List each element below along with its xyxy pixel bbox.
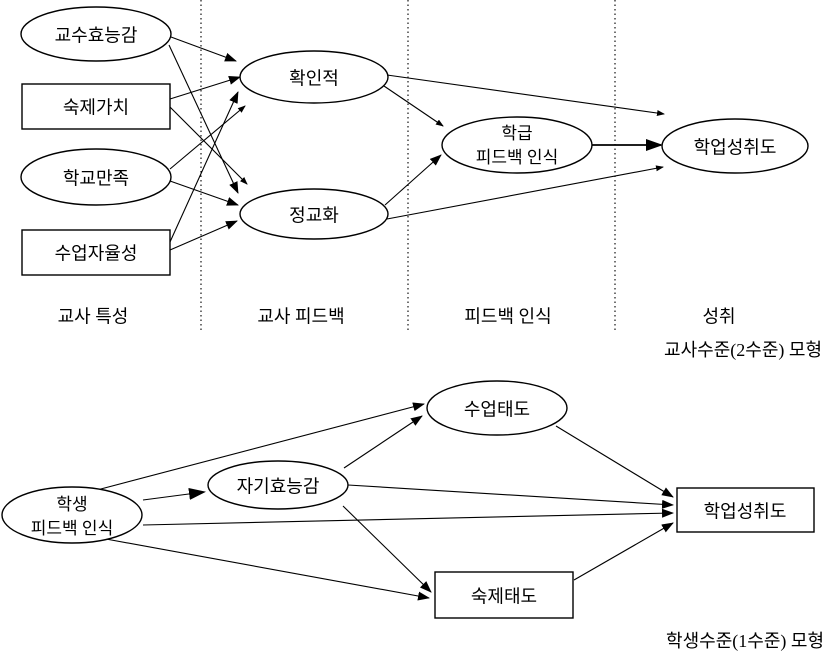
section-label-teacher-feedback: 교사 피드백 <box>257 306 344 326</box>
teacher-model-caption: 교사수준(2수준) 모형 <box>664 340 822 361</box>
node-self-efficacy-label: 자기효능감 <box>237 476 320 496</box>
node-class-autonomy-label: 수업자율성 <box>55 243 138 263</box>
section-label-achievement: 성취 <box>702 306 735 326</box>
arrow-school-satisfaction-to-elaboration <box>169 180 239 206</box>
arrow-class-autonomy-to-confirmatory <box>169 91 239 243</box>
section-label-feedback-perception: 피드백 인식 <box>464 306 551 326</box>
node-teacher-achievement-label: 학업성취도 <box>694 137 777 157</box>
node-teaching-efficacy: 교수효능감 <box>20 6 172 62</box>
node-homework-value-label: 숙제가치 <box>63 97 129 117</box>
arrow-student-feedback-to-homework-attitude <box>105 538 430 601</box>
node-student-achievement: 학업성취도 <box>676 487 815 533</box>
node-homework-attitude: 숙제태도 <box>434 571 574 619</box>
node-confirmatory-label: 확인적 <box>289 68 339 88</box>
node-homework-attitude-label: 숙제태도 <box>471 586 537 606</box>
arrow-elaboration-to-achievement <box>386 165 664 220</box>
node-class-autonomy: 수업자율성 <box>21 229 171 276</box>
arrow-confirmatory-to-achievement <box>386 74 665 116</box>
arrow-class-attitude-to-achievement <box>555 425 674 498</box>
node-elaboration-label: 정교화 <box>289 205 339 225</box>
arrow-self-efficacy-to-homework-attitude <box>342 505 432 593</box>
section-label-teacher-traits: 교사 특성 <box>58 306 129 326</box>
arrow-student-feedback-to-class-attitude <box>96 402 425 491</box>
arrow-school-satisfaction-to-confirmatory <box>169 105 246 170</box>
arrow-self-efficacy-to-class-attitude <box>343 415 423 469</box>
arrow-class-autonomy-to-elaboration <box>169 220 238 251</box>
arrow-teaching-efficacy-to-elaboration <box>168 44 239 194</box>
node-teacher-achievement: 학업성취도 <box>661 118 809 174</box>
arrow-student-feedback-to-self-efficacy <box>142 488 206 501</box>
arrow-homework-value-to-confirmatory <box>169 76 241 100</box>
node-school-satisfaction: 학교만족 <box>20 148 172 206</box>
node-student-achievement-label: 학업성취도 <box>704 501 787 521</box>
node-self-efficacy: 자기효능감 <box>207 460 349 510</box>
arrow-elaboration-to-class-feedback <box>384 154 442 206</box>
node-teaching-efficacy-label: 교수효능감 <box>55 25 138 45</box>
node-student-feedback-line1: 학생 <box>56 495 87 514</box>
node-homework-value: 숙제가치 <box>21 83 171 130</box>
node-student-feedback-line2: 피드백 인식 <box>31 519 113 538</box>
arrow-student-feedback-to-achievement <box>142 508 674 526</box>
node-class-attitude-label: 수업태도 <box>464 399 530 419</box>
arrow-confirmatory-to-class-feedback <box>383 85 444 127</box>
node-class-attitude: 수업태도 <box>426 380 568 436</box>
node-class-feedback-perception: 학급 피드백 인식 <box>441 116 593 174</box>
arrow-teaching-efficacy-to-confirmatory <box>170 36 237 62</box>
node-student-feedback-perception: 학생 피드백 인식 <box>1 486 143 544</box>
node-confirmatory: 확인적 <box>239 50 389 104</box>
arrow-homework-value-to-elaboration <box>169 106 248 185</box>
arrow-homework-attitude-to-achievement <box>573 522 674 581</box>
node-class-feedback-line2: 피드백 인식 <box>476 148 558 167</box>
student-model-caption: 학생수준(1수준) 모형 <box>666 631 824 652</box>
node-school-satisfaction-label: 학교만족 <box>63 168 129 188</box>
arrow-self-efficacy-to-achievement <box>347 484 674 509</box>
node-class-feedback-line1: 학급 <box>501 124 532 143</box>
node-elaboration: 정교화 <box>239 188 389 240</box>
